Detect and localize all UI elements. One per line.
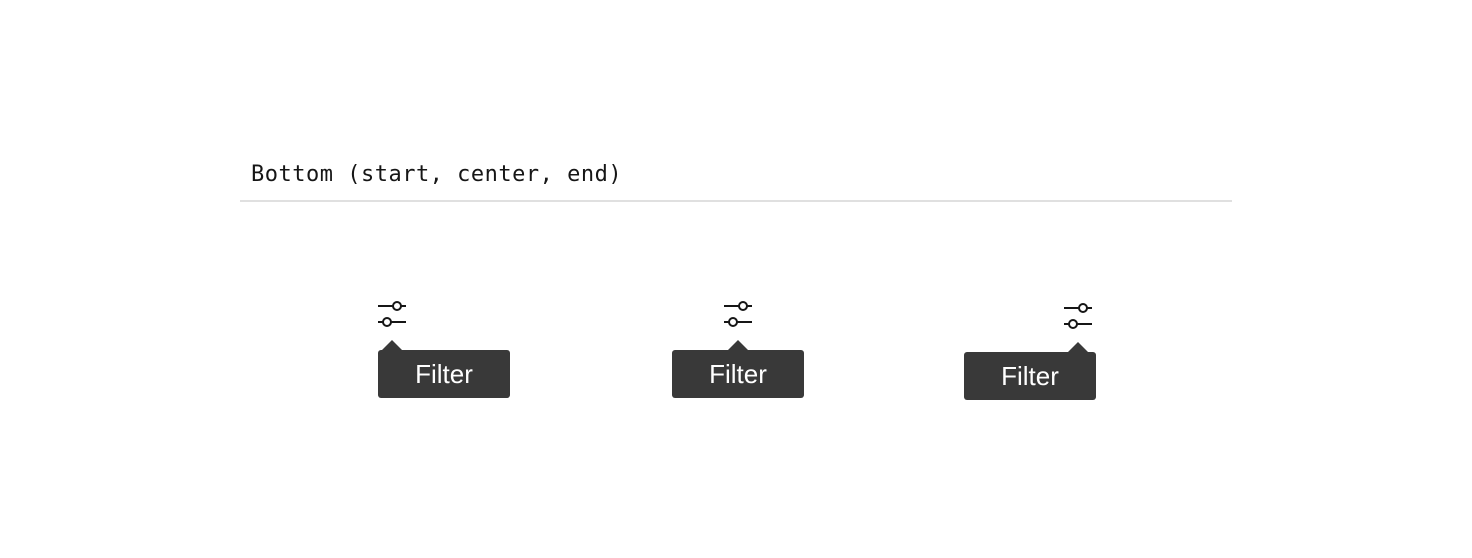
tooltip-start: Filter: [378, 340, 510, 398]
tooltip-caret: [728, 340, 748, 350]
section-title: Bottom (start, center, end): [251, 162, 623, 187]
filter-button-end[interactable]: [1064, 302, 1092, 330]
tooltip-label: Filter: [709, 359, 767, 389]
filter-icon: [724, 301, 752, 327]
filter-button-center[interactable]: [724, 300, 752, 328]
section-divider: [240, 200, 1232, 202]
filter-icon: [378, 301, 406, 327]
tooltip-end: Filter: [964, 342, 1096, 400]
tooltip-label: Filter: [415, 359, 473, 389]
tooltip-label: Filter: [1001, 361, 1059, 391]
tooltip-caret: [382, 340, 402, 350]
tooltip-caret: [1068, 342, 1088, 352]
filter-icon: [1064, 303, 1092, 329]
filter-button-start[interactable]: [378, 300, 406, 328]
tooltip-center: Filter: [672, 340, 804, 398]
